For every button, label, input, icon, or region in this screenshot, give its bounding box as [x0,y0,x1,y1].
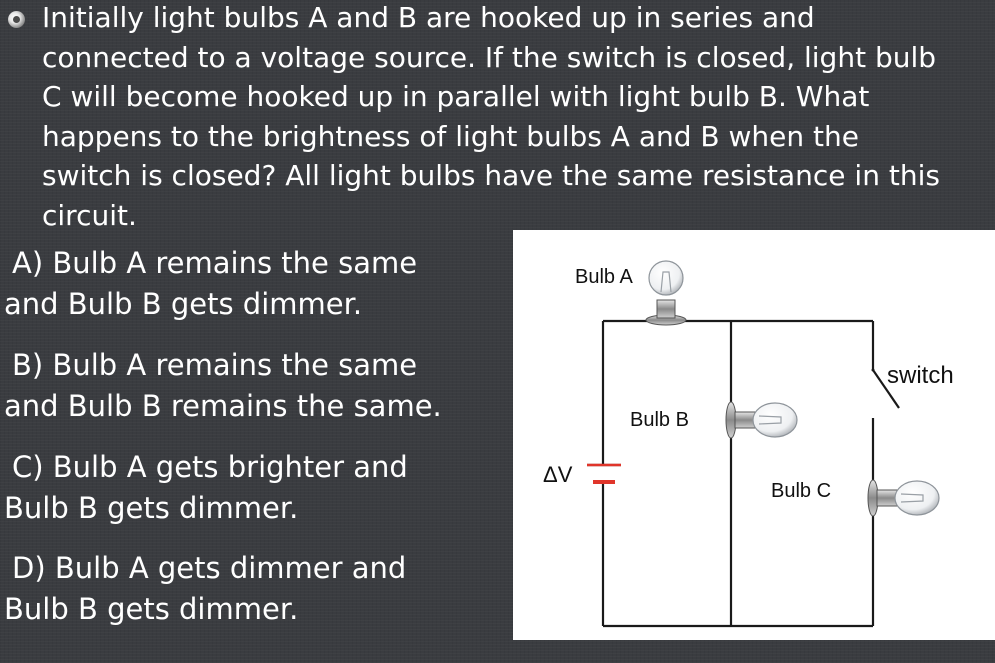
voltage-label: ΔV [543,462,573,487]
bulb-a-icon [645,260,687,326]
bullet-icon [8,11,25,28]
bulb-b-icon [725,401,798,439]
option-b[interactable]: B) Bulb A remains the same and Bulb B re… [4,345,494,427]
question-text: Initially light bulbs A and B are hooked… [42,1,940,232]
switch-label: switch [887,362,954,389]
option-c-line1: C) Bulb A gets brighter and [12,450,408,484]
option-a-line2: and Bulb B gets dimmer. [4,287,363,321]
option-d-line2: Bulb B gets dimmer. [4,592,299,626]
option-b-line1: B) Bulb A remains the same [12,348,418,382]
option-d-line1: D) Bulb A gets dimmer and [12,551,407,585]
option-c-line2: Bulb B gets dimmer. [4,491,299,525]
bulb-c-label: Bulb C [771,480,831,502]
option-a-line1: A) Bulb A remains the same [12,246,418,280]
option-b-line2: and Bulb B remains the same. [4,389,442,423]
circuit-svg: ΔV Bulb A Bulb B Bulb C switc [543,260,954,628]
bulb-c-icon [867,479,940,517]
bulb-b-label: Bulb B [630,409,689,431]
option-c[interactable]: C) Bulb A gets brighter and Bulb B gets … [4,447,494,529]
switch-icon [871,368,875,372]
option-d[interactable]: D) Bulb A gets dimmer and Bulb B gets di… [4,548,494,630]
wires [587,319,900,628]
option-a[interactable]: A) Bulb A remains the same and Bulb B ge… [4,243,494,325]
bulb-a-label: Bulb A [575,266,633,288]
circuit-diagram: ΔV Bulb A Bulb B Bulb C switc [513,230,995,640]
battery-icon [587,463,621,484]
